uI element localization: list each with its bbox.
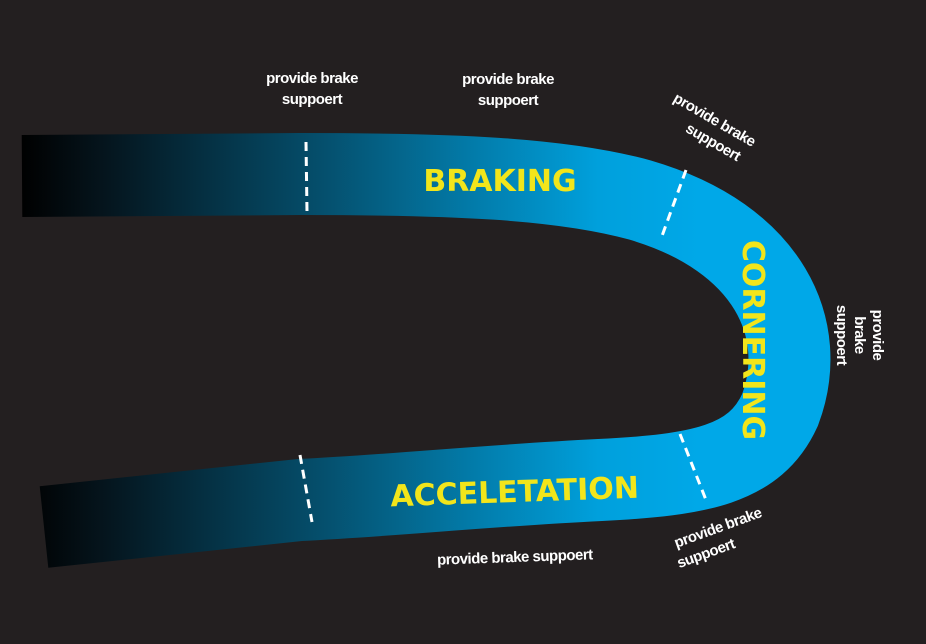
segment-divider [660, 169, 688, 237]
note-2: provide brake suppoert [462, 71, 555, 109]
acceleration-label: ACCELETATION [390, 471, 640, 515]
svg-text:provide brake: provide brake [266, 70, 358, 87]
svg-text:provide: provide [869, 310, 886, 361]
track [21, 132, 831, 568]
svg-text:suppoert: suppoert [478, 92, 539, 109]
note-4: provide brake suppoert [833, 305, 886, 366]
svg-text:suppoert: suppoert [282, 91, 343, 108]
note-5: provide brake suppoert [437, 546, 594, 568]
braking-label: BRAKING [423, 164, 576, 199]
svg-text:provide brake suppoert: provide brake suppoert [437, 546, 594, 568]
segment-divider [298, 454, 314, 523]
segment-divider [678, 433, 708, 501]
cornering-label: CORNERING [735, 240, 770, 440]
svg-text:suppoert: suppoert [833, 305, 850, 366]
note-6: provide brake suppoert [672, 504, 764, 572]
segment-divider [304, 141, 309, 213]
svg-text:brake: brake [851, 316, 868, 354]
note-3: provide brake suppoert [670, 90, 758, 165]
note-1: provide brake suppoert [266, 70, 359, 108]
svg-text:provide brake: provide brake [462, 71, 554, 88]
